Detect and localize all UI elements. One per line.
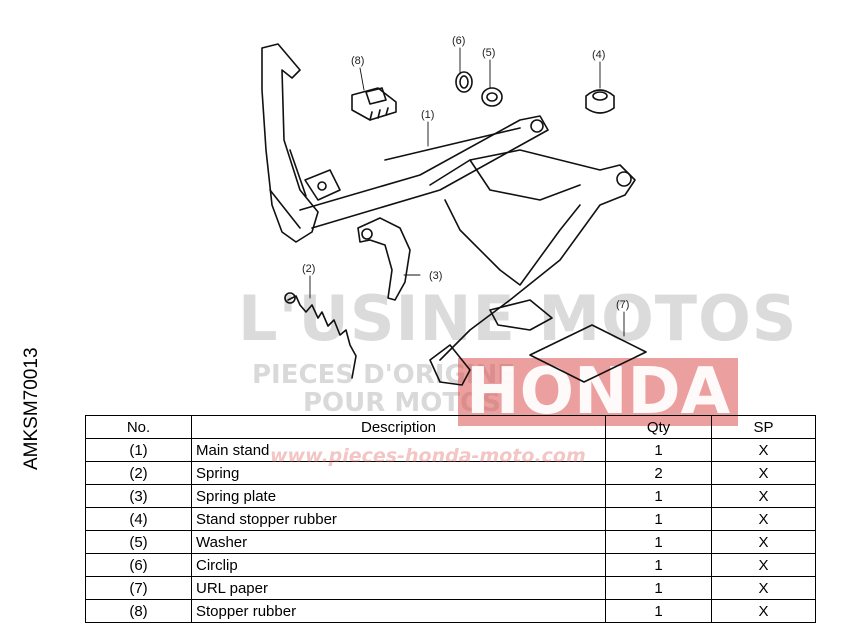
- row-sp: X: [711, 530, 816, 554]
- watermark-brand: HONDA: [458, 358, 739, 426]
- row-qty: 1: [605, 530, 712, 554]
- row-qty: 1: [605, 484, 712, 508]
- main-stand-leg: [429, 149, 636, 361]
- row-description: Washer: [191, 530, 606, 554]
- header-sp: SP: [711, 415, 816, 439]
- stand-stopper-rubber: [585, 89, 615, 114]
- row-description: Main stand: [191, 438, 606, 462]
- callout-4: (4): [592, 49, 605, 61]
- parts-table: No. Description Qty SP (1) Main stand 1 …: [85, 415, 816, 623]
- row-no: (6): [85, 553, 192, 577]
- callout-5: (5): [482, 47, 495, 59]
- row-qty: 1: [605, 507, 712, 531]
- stopper-rubber: [351, 87, 397, 121]
- row-qty: 1: [605, 438, 712, 462]
- circlip: [455, 71, 473, 93]
- row-sp: X: [711, 599, 816, 623]
- row-no: (2): [85, 461, 192, 485]
- row-sp: X: [711, 438, 816, 462]
- row-sp: X: [711, 553, 816, 577]
- table-row: (3) Spring plate 1 X: [85, 484, 816, 508]
- row-qty: 1: [605, 576, 712, 600]
- header-no: No.: [85, 415, 192, 439]
- header-description: Description: [191, 415, 606, 439]
- callout-6: (6): [452, 35, 465, 47]
- row-no: (5): [85, 530, 192, 554]
- table-row: (6) Circlip 1 X: [85, 553, 816, 577]
- row-no: (1): [85, 438, 192, 462]
- row-sp: X: [711, 507, 816, 531]
- callout-8: (8): [351, 55, 364, 67]
- row-description: URL paper: [191, 576, 606, 600]
- table-row: (8) Stopper rubber 1 X: [85, 599, 816, 623]
- row-sp: X: [711, 576, 816, 600]
- watermark-url: www.pieces-honda-moto.com: [270, 445, 586, 467]
- row-no: (7): [85, 576, 192, 600]
- main-stand-pedal: [261, 43, 319, 243]
- row-qty: 2: [605, 461, 712, 485]
- callout-7: (7): [616, 299, 629, 311]
- table-row: (7) URL paper 1 X: [85, 576, 816, 600]
- url-paper: [529, 324, 647, 383]
- table-row: (5) Washer 1 X: [85, 530, 816, 554]
- parts-diagram: (1) (2) (3) (4) (5) (6) (7) (8): [261, 35, 647, 386]
- row-no: (3): [85, 484, 192, 508]
- row-sp: X: [711, 484, 816, 508]
- table-header-row: No. Description Qty SP: [85, 415, 816, 439]
- callout-3: (3): [429, 270, 442, 282]
- row-no: (8): [85, 599, 192, 623]
- header-qty: Qty: [605, 415, 712, 439]
- row-description: Stand stopper rubber: [191, 507, 606, 531]
- row-description: Circlip: [191, 553, 606, 577]
- spring: [287, 295, 357, 379]
- callout-1: (1): [421, 109, 434, 121]
- row-description: Stopper rubber: [191, 599, 606, 623]
- row-sp: X: [711, 461, 816, 485]
- main-stand-crossbar: [299, 115, 549, 229]
- callout-labels: (1) (2) (3) (4) (5) (6) (7) (8): [302, 35, 629, 311]
- row-description: Spring plate: [191, 484, 606, 508]
- spring-plate: [357, 217, 411, 301]
- row-qty: 1: [605, 599, 712, 623]
- row-qty: 1: [605, 553, 712, 577]
- row-no: (4): [85, 507, 192, 531]
- callout-2: (2): [302, 263, 315, 275]
- table-row: (4) Stand stopper rubber 1 X: [85, 507, 816, 531]
- washer: [481, 87, 503, 107]
- table-row: (1) Main stand 1 X: [85, 438, 816, 462]
